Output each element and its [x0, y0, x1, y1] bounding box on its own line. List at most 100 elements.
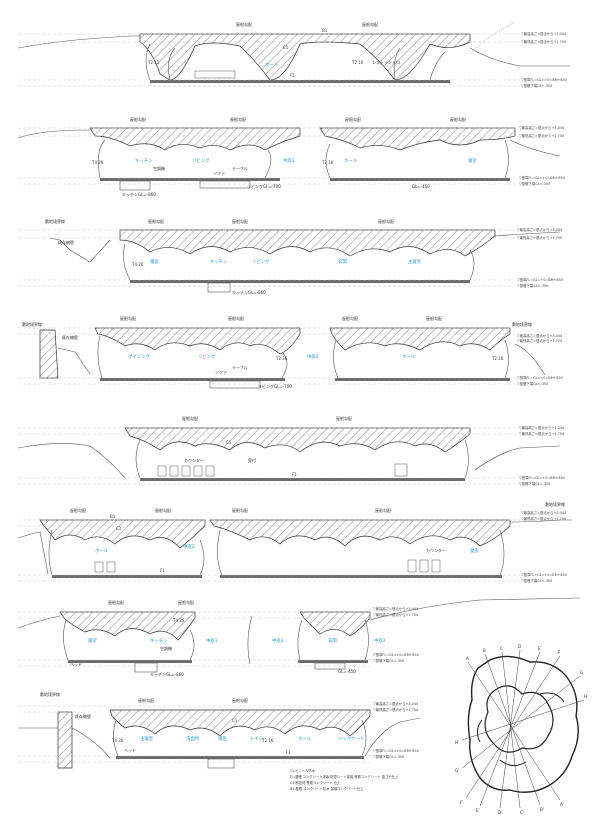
sunken-floor [119, 180, 151, 191]
key-plan-label: F [558, 650, 561, 655]
key-plan-label: G' [455, 768, 459, 773]
room-label: 風呂 [218, 736, 227, 742]
cave-wall [135, 439, 469, 479]
key-plan-label: B [483, 648, 486, 653]
note-label: レストラン入口 [372, 59, 400, 65]
room-label: 玄関 [338, 258, 347, 265]
note-label: ベッド [124, 748, 136, 753]
key-plan-label: F' [460, 800, 463, 805]
level-label: ▽最低高さ=基点から+1,700 [519, 431, 564, 436]
tag-label: T2 16 [491, 356, 504, 361]
note-label: 空調機 [160, 645, 172, 651]
room-label: トイレ [250, 737, 263, 742]
roof-slab [109, 709, 371, 737]
tag-label: T2 16 [321, 160, 334, 165]
room-label: バックヤード [338, 736, 364, 742]
cave-wall [97, 335, 509, 379]
key-plan-label: C [500, 646, 503, 651]
note-label: GL=-450 [412, 184, 430, 189]
note-label: F1 [292, 472, 297, 477]
sunken-floor [207, 758, 235, 769]
cave-wall [145, 43, 446, 81]
level-label: ▽基礎下端GL=-350 [519, 181, 550, 186]
section-8: 主寝室 洗面所 風呂 トイレ ホール バックヤード 敷地境界線 既存擁壁 屋根勾… [18, 691, 421, 769]
level-label: ▽基準FL=GL=+0=BM+850 [373, 748, 419, 753]
room-label: 中庭1 [206, 637, 218, 644]
roof-slab [119, 229, 496, 257]
note-label: ソファ [215, 370, 227, 375]
level-label: ▽基礎下端GL=-350 [519, 481, 550, 486]
cave-wall [113, 719, 367, 757]
room-label: キッチン [135, 158, 153, 164]
floor-slab [100, 378, 285, 381]
note-label: F1 [286, 750, 291, 755]
key-plan-label: D [518, 644, 521, 649]
note-label: 屋根勾配 [108, 599, 124, 605]
note-label: 屋根勾配 [130, 116, 146, 122]
note-label: C1 [116, 526, 122, 531]
level-label: ▽基準FL=GL=+0=BM+850 [519, 475, 565, 480]
section-5: 屋根勾配 屋根勾配 カウンター 受付 C1 F1 ▽最高高さ=基点から+3,04… [17, 415, 565, 486]
terrain-line [49, 231, 561, 263]
tag-label: T4 26 [131, 262, 144, 267]
terrain-line [17, 443, 561, 479]
roof-slab [59, 611, 196, 641]
key-plan: A B C D E F G H A' B' C' D' E' F' G' H' [455, 644, 587, 815]
level-label: ▽最高高さ=基点から+3,044 [373, 606, 418, 611]
retaining-wall [57, 711, 73, 769]
level-label: ▽最低高さ=基点から+1,700 [517, 338, 562, 343]
note-label: C1 [232, 718, 238, 723]
room-label: ホール [265, 62, 279, 68]
note-label: キッチンGL=-860 [122, 192, 156, 197]
note-label: カウンター [184, 457, 204, 463]
note-label: 屋根勾配 [232, 218, 248, 224]
sunken-floor [134, 662, 158, 673]
legend-notes: T1:ビニール防水 F1:基礎 コンクリート床版 防湿シート保護 鉄筋コンクリー… [289, 768, 399, 791]
tag-label: T4 26 [111, 738, 124, 743]
tag-label: T4 26 [172, 618, 185, 623]
roof-slab [319, 127, 516, 151]
floor-slab [330, 178, 510, 181]
room-label: ホール [344, 158, 358, 164]
note-label: B1 [322, 28, 328, 33]
room-label: キッチン [210, 259, 228, 265]
note-label: 既存擁壁 [58, 239, 74, 245]
note-label: F1 [290, 73, 295, 78]
level-label: ▽最低高さ=基点から+1,700 [521, 39, 566, 44]
level-label: ▽基礎下端GL=-350 [521, 578, 552, 583]
terrain-line [17, 519, 572, 575]
note-label: 屋根勾配 [178, 599, 194, 605]
room-label: ダイニング [128, 353, 151, 360]
note-label: 屋根勾配 [342, 315, 358, 321]
exterior-stairs [469, 21, 516, 55]
level-label: ▽最高高さ=基点から+3,044 [519, 125, 564, 130]
level-label: ▽基準FL=GL=+0=BM+850 [517, 375, 563, 380]
note-label: 屋根勾配 [182, 415, 198, 421]
key-plan-label: A' [560, 802, 564, 807]
legend-note: B1:屋根 コンクリート防水 保護コンクリート仕上 [290, 786, 364, 791]
roof-slab [209, 519, 511, 547]
floor-slab [220, 575, 502, 578]
room-label: 中庭2 [307, 353, 319, 360]
counter-seats [94, 559, 441, 573]
level-label: ▽最高高さ=基点から+3,044 [521, 510, 566, 515]
floor-slab [116, 756, 364, 759]
floor-slab [335, 378, 510, 381]
note-label: 屋根勾配 [232, 507, 248, 513]
floor-slab [100, 178, 280, 181]
cave-wall [98, 139, 509, 179]
level-label: ▽最高高さ=基点から+3,044 [517, 333, 562, 338]
tag-label: T4 26 [91, 160, 104, 165]
key-plan-label: A [466, 656, 469, 661]
room-label: 主寝室 [408, 258, 422, 265]
cave-wall [63, 615, 369, 665]
note-label: 屋根勾配 [232, 697, 248, 703]
note-label: 敷地境界線 [545, 501, 565, 507]
note-label: ソファ [213, 171, 225, 176]
terrain-line [17, 597, 581, 629]
note-label: 屋根勾配 [378, 218, 394, 224]
room-label: 寝室 [468, 157, 477, 164]
key-plan-inner [484, 685, 554, 753]
note-label: GL=-450 [338, 669, 356, 674]
room-label: キッチン [150, 638, 168, 644]
